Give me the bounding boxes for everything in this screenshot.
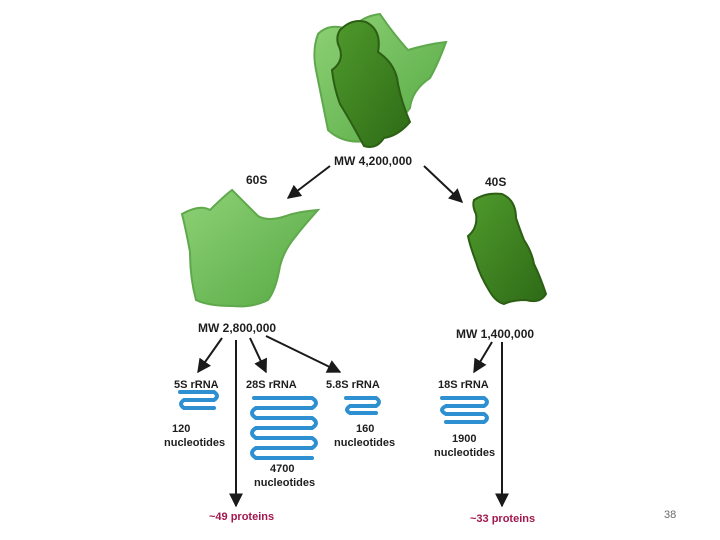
arrow-to-5s	[198, 338, 222, 372]
28s-rrna-unit: nucleotides	[254, 477, 315, 489]
28s-rrna-count: 4700	[270, 463, 294, 475]
18s-rrna-name: 18S rRNA	[438, 379, 489, 391]
large-subunit-shape	[182, 190, 318, 306]
arrow-to-18s	[474, 342, 492, 372]
arrow-to-5-8s	[266, 336, 340, 372]
large-subunit-proteins-label: ~49 proteins	[209, 511, 274, 523]
18s-rrna-coil	[442, 398, 487, 422]
18s-rrna-count: 1900	[452, 433, 476, 445]
small-subunit-name-label: 40S	[485, 175, 506, 189]
small-subunit-proteins-label: ~33 proteins	[470, 513, 535, 525]
18s-rrna-unit: nucleotides	[434, 447, 495, 459]
arrow-to-60s	[288, 166, 330, 198]
large-subunit-name-label: 60S	[246, 173, 267, 187]
arrow-to-28s	[250, 338, 266, 372]
arrow-to-40s	[424, 166, 462, 202]
5s-rrna-unit: nucleotides	[164, 437, 225, 449]
5s-rrna-name: 5S rRNA	[174, 379, 219, 391]
5s-rrna-coil	[180, 392, 217, 408]
5-8s-rrna-unit: nucleotides	[334, 437, 395, 449]
5-8s-rrna-count: 160	[356, 423, 374, 435]
whole-ribosome-mw-label: MW 4,200,000	[334, 154, 412, 168]
5s-rrna-count: 120	[172, 423, 190, 435]
whole-ribosome-shape	[314, 14, 446, 147]
28s-rrna-name: 28S rRNA	[246, 379, 297, 391]
28s-rrna-coil	[252, 398, 316, 458]
large-subunit-mw-label: MW 2,800,000	[198, 321, 276, 335]
small-subunit-mw-label: MW 1,400,000	[456, 327, 534, 341]
page-number: 38	[664, 509, 676, 521]
5-8s-rrna-name: 5.8S rRNA	[326, 379, 380, 391]
5-8s-rrna-coil	[346, 398, 379, 413]
small-subunit-shape	[468, 194, 546, 304]
